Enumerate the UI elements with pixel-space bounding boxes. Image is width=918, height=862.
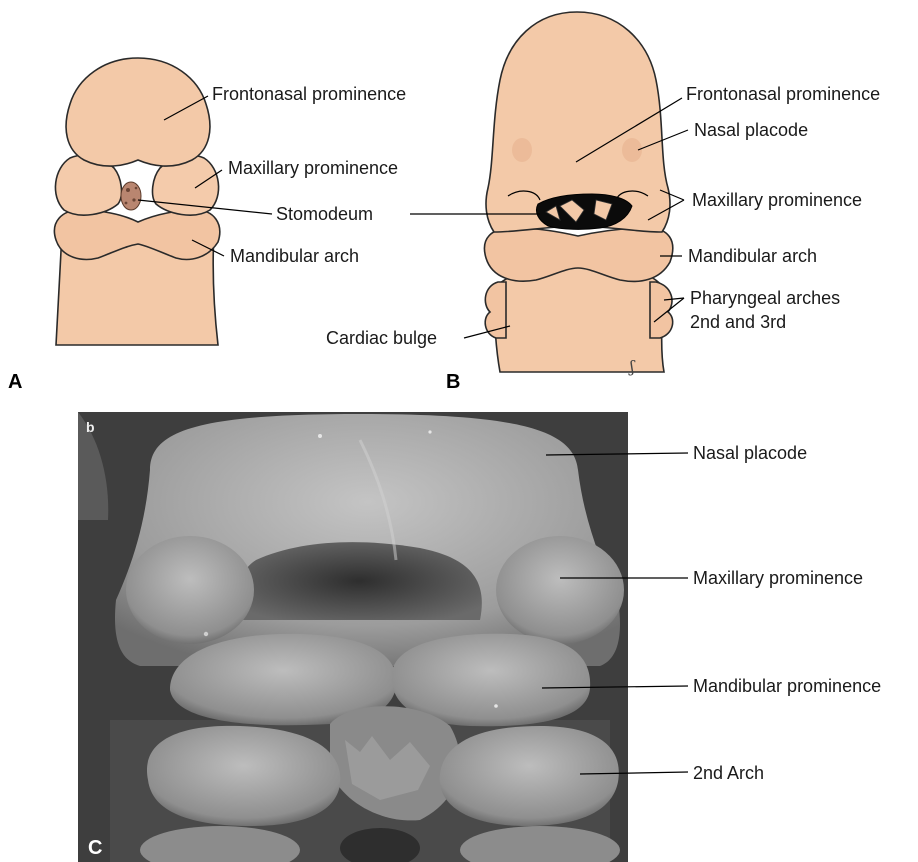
panel-letter-a: A [8, 371, 22, 393]
panel-a-stomodeum [121, 182, 141, 210]
sem-maxillary-right [496, 536, 624, 644]
label-b-frontonasal: Frontonasal prominence [686, 84, 880, 104]
label-c-nasal-placode: Nasal placode [693, 443, 807, 463]
sem-second-arch-right [440, 726, 619, 826]
sem-second-arch-left [147, 726, 340, 826]
label-b-mandibular: Mandibular arch [688, 246, 817, 266]
label-a-stomodeum: Stomodeum [276, 204, 373, 224]
label-b-pharyngeal-2: 2nd and 3rd [690, 312, 786, 332]
label-a-maxillary: Maxillary prominence [228, 158, 398, 178]
panel-letter-b: B [446, 371, 460, 393]
label-a-mandibular: Mandibular arch [230, 246, 359, 266]
panel-c: Nasal placode Maxillary prominence Mandi… [78, 412, 881, 862]
label-c-maxillary: Maxillary prominence [693, 568, 863, 588]
label-c-second-arch: 2nd Arch [693, 763, 764, 783]
label-c-mandibular: Mandibular prominence [693, 676, 881, 696]
label-a-frontonasal: Frontonasal prominence [212, 84, 406, 104]
label-b-nasal-placode: Nasal placode [694, 120, 808, 140]
label-b-maxillary: Maxillary prominence [692, 190, 862, 210]
panel-b: Frontonasal prominence Nasal placode Max… [326, 12, 880, 393]
label-b-cardiac: Cardiac bulge [326, 328, 437, 348]
sem-maxillary-left [126, 536, 254, 644]
panel-b-nasal-placode-left [512, 138, 532, 162]
panel-letter-c: C [88, 837, 102, 859]
sem-corner-mark: b [86, 419, 95, 435]
panel-a-frontonasal-prominence [66, 58, 210, 166]
sem-image [78, 412, 624, 862]
label-b-pharyngeal-1: Pharyngeal arches [690, 288, 840, 308]
